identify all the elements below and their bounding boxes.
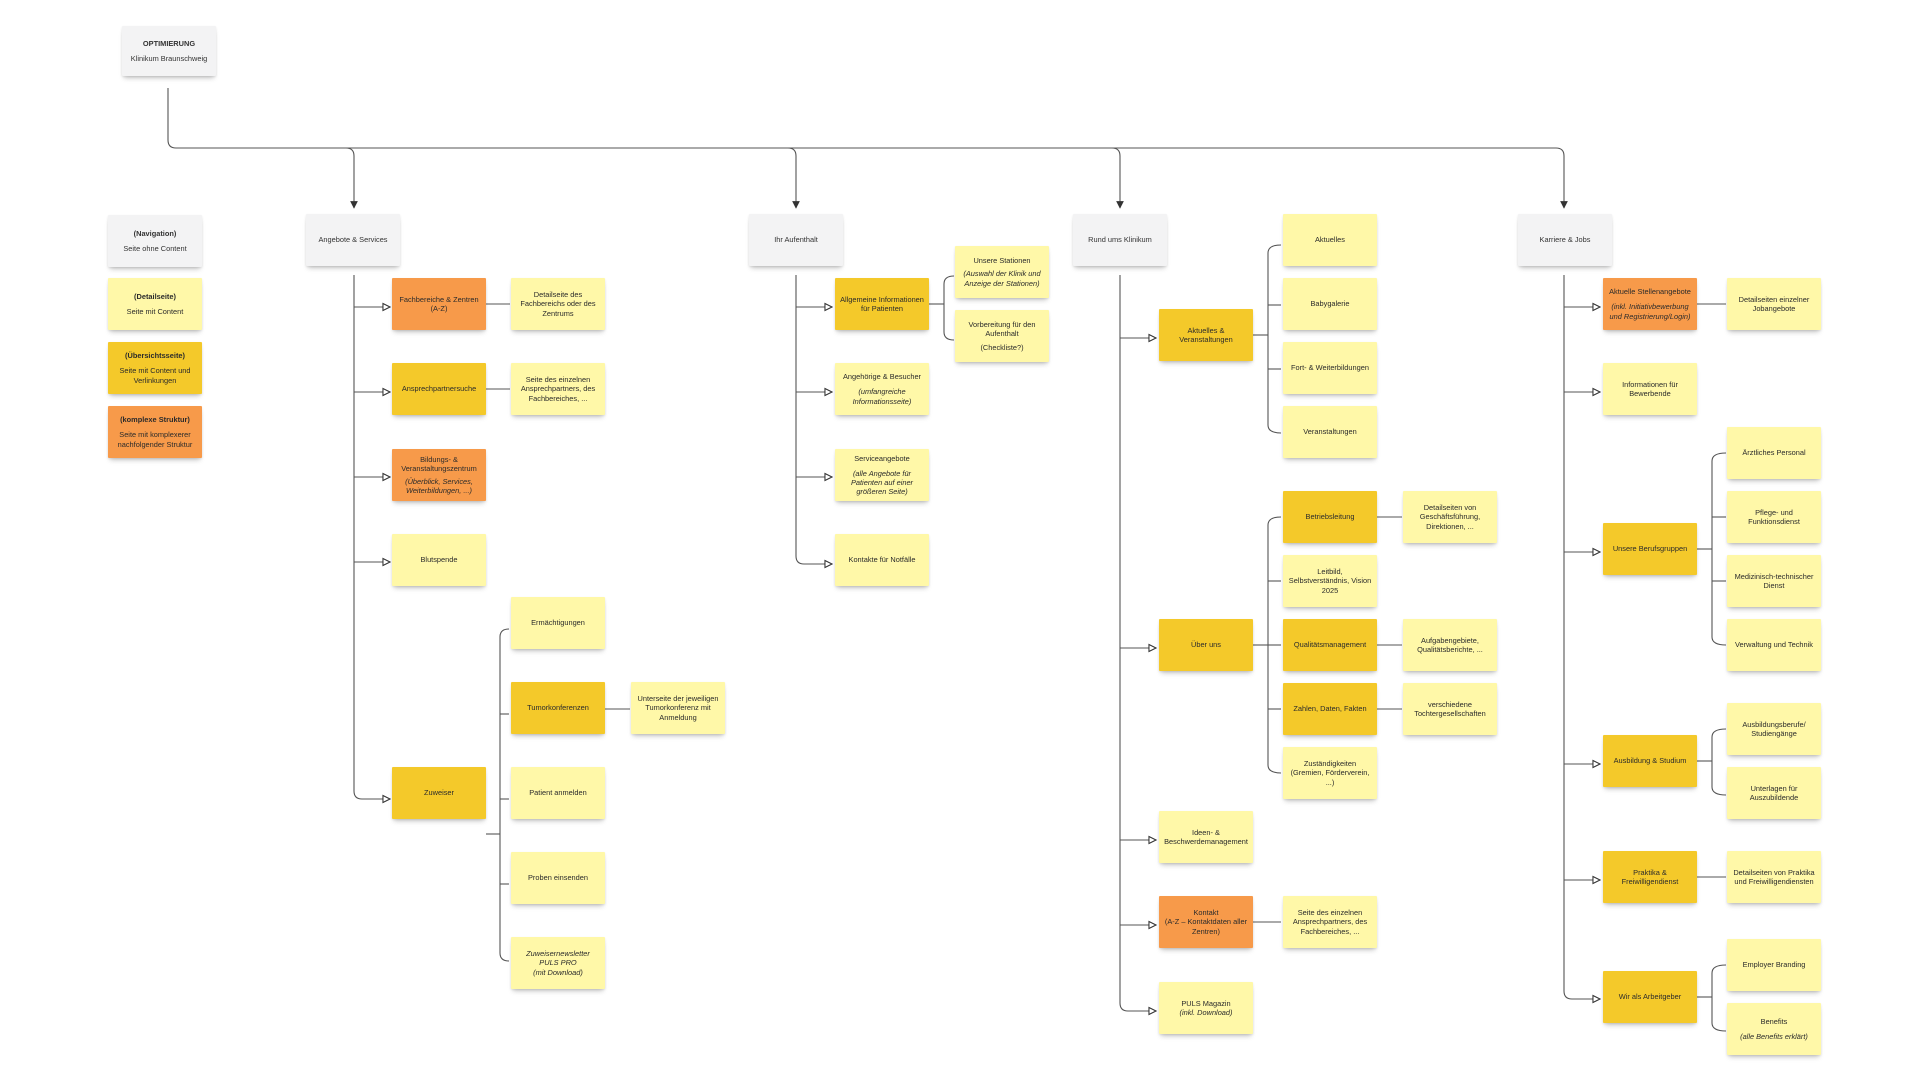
node-bildungszentrum: Bildungs- & Veranstaltungszentrum (Überb… <box>392 449 486 501</box>
node-zahlen-detail: verschiedene Tochtergesellschaften <box>1403 683 1497 735</box>
node-praktika-detail: Detailseiten von Praktika und Freiwillig… <box>1727 851 1821 903</box>
node-ausbildung-studium: Ausbildung & Studium <box>1603 735 1697 787</box>
node-fachbereiche-zentren: Fachbereiche & Zentren (A-Z) <box>392 278 486 330</box>
legend-detailseite: (Detailseite) Seite mit Content <box>108 278 202 330</box>
node-zahlen-daten-fakten: Zahlen, Daten, Fakten <box>1283 683 1377 735</box>
node-babygalerie: Babygalerie <box>1283 278 1377 330</box>
node-stellenangebote: Aktuelle Stellenangebote (inkl. Initiati… <box>1603 278 1697 330</box>
section-karriere-jobs: Karriere & Jobs <box>1518 214 1612 266</box>
node-stellenangebote-title: Aktuelle Stellenangebote <box>1609 287 1691 297</box>
node-praktika-freiwilligendienst: Praktika & Freiwilligendienst <box>1603 851 1697 903</box>
node-qualitaet-detail: Aufgabengebiete, Qualitätsberichte, ... <box>1403 619 1497 671</box>
node-verwaltung-technik: Verwaltung und Technik <box>1727 619 1821 671</box>
node-serviceangebote: Serviceangebote (alle Angebote für Patie… <box>835 449 929 501</box>
node-fort-weiterbildungen: Fort- & Weiterbildungen <box>1283 342 1377 394</box>
node-zuweiser: Zuweiser <box>392 767 486 819</box>
node-stellenangebote-detail: Detailseiten einzelner Jobangebote <box>1727 278 1821 330</box>
node-blutspende: Blutspende <box>392 534 486 586</box>
section-ihr-aufenthalt: Ihr Aufenthalt <box>749 214 843 266</box>
node-fachbereiche-detail: Detailseite des Fachbereichs oder des Ze… <box>511 278 605 330</box>
legend-uebersichtsseite-text: Seite mit Content und Verlinkungen <box>119 366 191 385</box>
node-tumorkonferenz-detail: Unterseite der jeweiligen Tumorkonferenz… <box>631 682 725 734</box>
node-bildungszentrum-note: (Überblick, Services, Weiterbildungen, .… <box>405 477 473 496</box>
node-patient-anmelden: Patient anmelden <box>511 767 605 819</box>
node-veranstaltungen: Veranstaltungen <box>1283 406 1377 458</box>
node-vorbereitung-aufenthalt-title: Vorbereitung für den Aufenthalt <box>968 320 1036 339</box>
node-stellenangebote-note: (inkl. Initiativbewerbung und Registrier… <box>1609 302 1691 321</box>
node-betriebsleitung: Betriebsleitung <box>1283 491 1377 543</box>
node-kontakt: Kontakt (A-Z – Kontaktdaten aller Zentre… <box>1159 896 1253 948</box>
node-unsere-stationen-note: (Auswahl der Klinik und Anzeige der Stat… <box>963 269 1041 288</box>
legend-komplexe-struktur-text: Seite mit komplexerer nachfolgender Stru… <box>117 430 193 449</box>
node-employer-branding: Employer Branding <box>1727 939 1821 991</box>
node-serviceangebote-note: (alle Angebote für Patienten auf einer g… <box>850 468 914 497</box>
node-informationen-bewerbende: Informationen für Bewerbende <box>1603 363 1697 415</box>
node-aktuelles-veranstaltungen: Aktuelles & Veranstaltungen <box>1159 309 1253 361</box>
node-serviceangebote-title: Serviceangebote <box>854 453 910 463</box>
node-wir-als-arbeitgeber: Wir als Arbeitgeber <box>1603 971 1697 1023</box>
node-ansprechpartner-detail: Seite des einzelnen Ansprechpartners, de… <box>511 363 605 415</box>
node-proben-einsenden: Proben einsenden <box>511 852 605 904</box>
section-angebote-services: Angebote & Services <box>306 214 400 266</box>
node-aktuelles: Aktuelles <box>1283 214 1377 266</box>
legend-detailseite-text: Seite mit Content <box>126 307 184 316</box>
node-unsere-berufsgruppen: Unsere Berufsgruppen <box>1603 523 1697 575</box>
node-ueber-uns: Über uns <box>1159 619 1253 671</box>
node-angehoerige-besucher-title: Angehörige & Besucher <box>842 372 922 382</box>
legend-navigation: (Navigation) Seite ohne Content <box>108 215 202 267</box>
node-kontakte-notfaelle: Kontakte für Notfälle <box>835 534 929 586</box>
node-vorbereitung-aufenthalt: Vorbereitung für den Aufenthalt (Checkli… <box>955 310 1049 362</box>
node-unterlagen-auszubildende: Unterlagen für Auszubildende <box>1727 767 1821 819</box>
node-tumorkonferenzen: Tumorkonferenzen <box>511 682 605 734</box>
node-puls-magazin-title: PULS Magazin <box>1181 998 1231 1008</box>
node-allgemeine-informationen: Allgemeine Informationen für Patienten <box>835 278 929 330</box>
node-bildungszentrum-title: Bildungs- & Veranstaltungszentrum <box>401 454 477 473</box>
node-ausbildungsberufe: Ausbildungsberufe/ Studiengänge <box>1727 703 1821 755</box>
root-node: OPTIMIERUNG Klinikum Braunschweig <box>122 26 216 76</box>
node-benefits-note: (alle Benefits erklärt) <box>1740 1032 1808 1041</box>
node-betriebsleitung-detail: Detailseiten von Geschäftsführung, Direk… <box>1403 491 1497 543</box>
node-pflege-funktionsdienst: Pflege- und Funktionsdienst <box>1727 491 1821 543</box>
node-zuweisernewsletter-title: Zuweisernewsletter PULS PRO <box>526 949 590 968</box>
node-zuweisernewsletter-note: (mit Download) <box>533 967 583 977</box>
node-ermaechtigungen: Ermächtigungen <box>511 597 605 649</box>
node-angehoerige-besucher-note: (umfangreiche Informationsseite) <box>852 387 912 406</box>
node-ansprechpartnersuche: Ansprechpartnersuche <box>392 363 486 415</box>
node-angehoerige-besucher: Angehörige & Besucher (umfangreiche Info… <box>835 363 929 415</box>
legend-navigation-text: Seite ohne Content <box>123 244 187 253</box>
node-vorbereitung-aufenthalt-note: (Checkliste?) <box>980 342 1024 352</box>
node-aerztliches-personal: Ärztliches Personal <box>1727 427 1821 479</box>
legend-uebersichtsseite-title: (Übersichtsseite) <box>125 351 185 361</box>
node-benefits: Benefits (alle Benefits erklärt) <box>1727 1003 1821 1055</box>
node-puls-magazin: PULS Magazin (inkl. Download) <box>1159 982 1253 1034</box>
node-unsere-stationen: Unsere Stationen (Auswahl der Klinik und… <box>955 246 1049 298</box>
section-rund-ums-klinikum: Rund ums Klinikum <box>1073 214 1167 266</box>
legend-navigation-title: (Navigation) <box>133 228 177 238</box>
root-title: OPTIMIERUNG <box>142 38 196 48</box>
node-unsere-stationen-title: Unsere Stationen <box>973 256 1031 266</box>
node-puls-magazin-note: (inkl. Download) <box>1179 1008 1233 1017</box>
legend-detailseite-title: (Detailseite) <box>134 291 176 301</box>
node-leitbild: Leitbild, Selbstverständnis, Vision 2025 <box>1283 555 1377 607</box>
node-benefits-title: Benefits <box>1760 1016 1788 1026</box>
node-zustaendigkeiten: Zuständigkeiten (Gremien, Förderverein, … <box>1283 747 1377 799</box>
node-kontakt-detail: Seite des einzelnen Ansprechpartners, de… <box>1283 896 1377 948</box>
legend-komplexe-struktur-title: (komplexe Struktur) <box>120 415 190 425</box>
node-zuweisernewsletter: Zuweisernewsletter PULS PRO (mit Downloa… <box>511 937 605 989</box>
node-qualitaetsmanagement: Qualitätsmanagement <box>1283 619 1377 671</box>
legend-komplexe-struktur: (komplexe Struktur) Seite mit komplexere… <box>108 406 202 458</box>
legend-uebersichtsseite: (Übersichtsseite) Seite mit Content und … <box>108 342 202 394</box>
node-medizinisch-technischer-dienst: Medizinisch-technischer Dienst <box>1727 555 1821 607</box>
root-subtitle: Klinikum Braunschweig <box>130 54 208 63</box>
node-ideen-beschwerdemanagement: Ideen- & Beschwerdemanagement <box>1159 811 1253 863</box>
